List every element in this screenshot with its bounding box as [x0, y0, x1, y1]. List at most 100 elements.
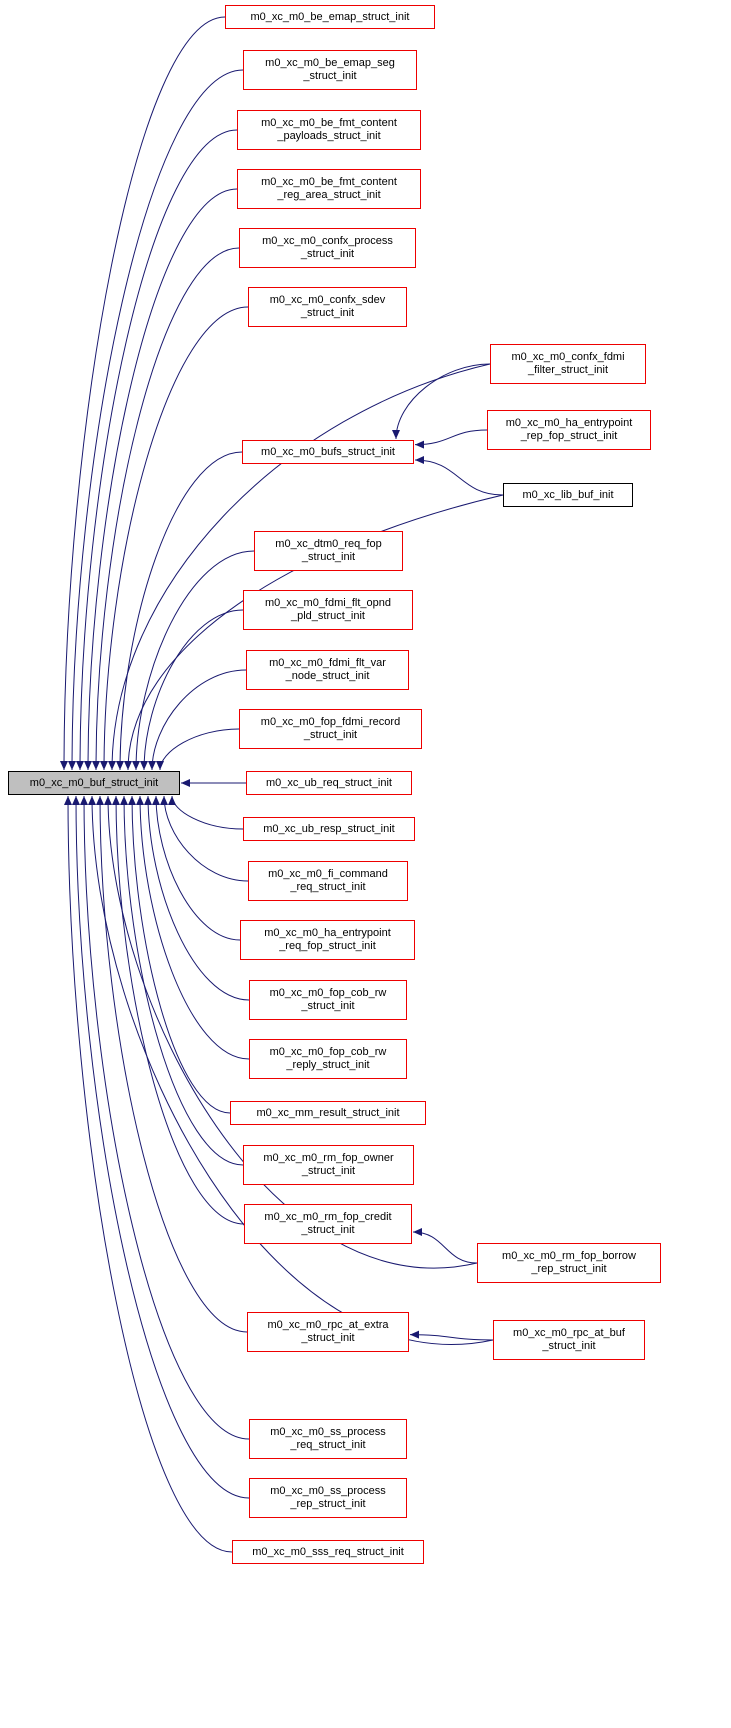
node-fdmi-flt-opnd-label-0: m0_xc_m0_fdmi_flt_opnd [265, 597, 391, 609]
node-fop-cob-rw-label-1: _struct_init [301, 1000, 355, 1012]
edge-bufs-buf [116, 451, 243, 771]
node-rpc-at-buf[interactable]: m0_xc_m0_rpc_at_buf_struct_init [493, 1320, 645, 1360]
node-confx-sdev-label-0: m0_xc_m0_confx_sdev [269, 294, 386, 306]
node-confx-sdev-label-1: _struct_init [300, 307, 355, 319]
node-bufs-label-0: m0_xc_m0_bufs_struct_init [261, 445, 395, 458]
node-sss-req[interactable]: m0_xc_m0_sss_req_struct_init [232, 1540, 424, 1564]
node-rpc-at-extra-label-1: _struct_init [301, 1332, 355, 1344]
node-confx-process-label-1: _struct_init [300, 248, 355, 260]
node-rm-fop-borrow-rep-label-0: m0_xc_m0_rm_fop_borrow [502, 1250, 636, 1262]
node-mm-result[interactable]: m0_xc_mm_result_struct_init [230, 1101, 426, 1125]
node-fop-cob-rw-reply-label-1: _reply_struct_init [286, 1059, 370, 1071]
node-be-fmt-reg-area[interactable]: m0_xc_m0_be_fmt_content_reg_area_struct_… [237, 169, 421, 209]
node-buf-label-0: m0_xc_m0_buf_struct_init [29, 776, 159, 789]
node-ha-rep[interactable]: m0_xc_m0_ha_entrypoint_rep_fop_struct_in… [487, 410, 651, 450]
node-dtm0-req-fop-label-0: m0_xc_dtm0_req_fop [275, 538, 382, 550]
edge-fop-cob-rw-reply-buf [136, 795, 250, 1060]
edge-fi-command-req-buf [160, 795, 249, 882]
edge-rpc-at-extra-buf [96, 795, 248, 1333]
node-ha-req[interactable]: m0_xc_m0_ha_entrypoint_req_fop_struct_in… [240, 920, 415, 960]
node-confx-fdmi-label-1: _filter_struct_init [527, 364, 609, 376]
node-be-fmt-payloads-label-1: _payloads_struct_init [277, 130, 381, 142]
node-ss-process-req[interactable]: m0_xc_m0_ss_process_req_struct_init [249, 1419, 407, 1459]
edge-lib-buf-buf [124, 494, 504, 771]
node-ss-process-req-label-0: m0_xc_m0_ss_process [270, 1426, 386, 1438]
node-rm-fop-borrow-rep-label-1: _rep_struct_init [531, 1263, 607, 1275]
node-fdmi-flt-opnd-label-1: _pld_struct_init [291, 610, 365, 622]
node-ss-process-rep[interactable]: m0_xc_m0_ss_process_rep_struct_init [249, 1478, 407, 1518]
edges-group [60, 16, 504, 1553]
node-rpc-at-extra-label-0: m0_xc_m0_rpc_at_extra [267, 1319, 389, 1331]
node-confx-sdev[interactable]: m0_xc_m0_confx_sdev_struct_init [248, 287, 407, 327]
edge-be-emap-buf [60, 16, 226, 771]
node-be-fmt-payloads[interactable]: m0_xc_m0_be_fmt_content_payloads_struct_… [237, 110, 421, 150]
node-be-fmt-reg-area-label-1: _reg_area_struct_init [277, 189, 381, 201]
edge-lib-buf-bufs [414, 456, 504, 496]
edge-ha-rep-bufs [414, 429, 488, 449]
node-fop-fdmi-record-label-0: m0_xc_m0_fop_fdmi_record [260, 716, 401, 728]
node-ss-process-req-label-1: _req_struct_init [290, 1439, 366, 1451]
node-fop-cob-rw-reply-label-0: m0_xc_m0_fop_cob_rw [269, 1046, 387, 1058]
node-fop-cob-rw[interactable]: m0_xc_m0_fop_cob_rw_struct_init [249, 980, 407, 1020]
edge-rm-fop-borrow-rep-rm-fop-credit [412, 1228, 478, 1264]
node-dtm0-req-fop[interactable]: m0_xc_dtm0_req_fop_struct_init [254, 531, 403, 571]
node-fop-fdmi-record-label-1: _struct_init [303, 729, 358, 741]
node-ub-req-label-0: m0_xc_ub_req_struct_init [266, 776, 392, 789]
node-ha-req-label-1: _req_fop_struct_init [279, 940, 376, 952]
edge-rpc-at-buf-rpc-at-extra [409, 1330, 494, 1341]
edge-be-emap-seg-buf [68, 69, 244, 771]
node-fop-fdmi-record[interactable]: m0_xc_m0_fop_fdmi_record_struct_init [239, 709, 422, 749]
node-be-fmt-payloads-label-0: m0_xc_m0_be_fmt_content [261, 117, 397, 129]
edge-ha-req-buf [152, 795, 241, 941]
node-be-emap-label-0: m0_xc_m0_be_emap_struct_init [250, 10, 410, 23]
node-dtm0-req-fop-label-1: _struct_init [301, 551, 356, 563]
node-be-emap-seg-label-1: _struct_init [303, 70, 357, 82]
edge-rm-fop-credit-buf [112, 795, 245, 1225]
edge-confx-fdmi-bufs [392, 363, 491, 440]
node-rm-fop-borrow-rep[interactable]: m0_xc_m0_rm_fop_borrow_rep_struct_init [477, 1243, 661, 1283]
node-lib-buf-label-0: m0_xc_lib_buf_init [522, 488, 614, 501]
node-rpc-at-buf-label-0: m0_xc_m0_rpc_at_buf [513, 1327, 625, 1339]
edge-fdmi-flt-var-buf [148, 669, 247, 771]
edge-confx-sdev-buf [100, 306, 249, 771]
node-ss-process-rep-label-0: m0_xc_m0_ss_process [270, 1485, 386, 1497]
node-fdmi-flt-var[interactable]: m0_xc_m0_fdmi_flt_var_node_struct_init [246, 650, 409, 690]
node-rpc-at-buf-label-1: _struct_init [542, 1340, 596, 1352]
edge-rm-fop-borrow-rep-buf [104, 795, 478, 1269]
node-mm-result-label-0: m0_xc_mm_result_struct_init [256, 1106, 400, 1119]
edge-confx-process-buf [92, 247, 240, 771]
node-ha-rep-label-0: m0_xc_m0_ha_entrypoint [505, 417, 633, 429]
edge-rm-fop-owner-buf [120, 795, 244, 1166]
node-rm-fop-owner[interactable]: m0_xc_m0_rm_fop_owner_struct_init [243, 1145, 414, 1185]
node-be-emap-seg-label-0: m0_xc_m0_be_emap_seg [265, 57, 395, 69]
edge-ub-resp-buf [168, 795, 244, 830]
node-ub-req[interactable]: m0_xc_ub_req_struct_init [246, 771, 412, 795]
node-lib-buf: m0_xc_lib_buf_init [503, 483, 633, 507]
node-ha-rep-label-1: _rep_fop_struct_init [520, 430, 618, 442]
edge-sss-req-buf [64, 795, 233, 1553]
node-ub-resp[interactable]: m0_xc_ub_resp_struct_init [243, 817, 415, 841]
node-fi-command-req[interactable]: m0_xc_m0_fi_command_req_struct_init [248, 861, 408, 901]
node-rm-fop-credit[interactable]: m0_xc_m0_rm_fop_credit_struct_init [244, 1204, 412, 1244]
node-be-fmt-reg-area-label-0: m0_xc_m0_be_fmt_content [261, 176, 397, 188]
node-buf: m0_xc_m0_buf_struct_init [8, 771, 180, 795]
node-confx-fdmi[interactable]: m0_xc_m0_confx_fdmi_filter_struct_init [490, 344, 646, 384]
node-fi-command-req-label-1: _req_struct_init [290, 881, 366, 893]
node-ha-req-label-0: m0_xc_m0_ha_entrypoint [264, 927, 391, 939]
node-fop-cob-rw-reply[interactable]: m0_xc_m0_fop_cob_rw_reply_struct_init [249, 1039, 407, 1079]
node-fdmi-flt-opnd[interactable]: m0_xc_m0_fdmi_flt_opnd_pld_struct_init [243, 590, 413, 630]
node-be-emap[interactable]: m0_xc_m0_be_emap_struct_init [225, 5, 435, 29]
edge-fop-cob-rw-buf [144, 795, 250, 1001]
node-fop-cob-rw-label-0: m0_xc_m0_fop_cob_rw [269, 987, 387, 999]
node-confx-process[interactable]: m0_xc_m0_confx_process_struct_init [239, 228, 416, 268]
node-bufs[interactable]: m0_xc_m0_bufs_struct_init [242, 440, 414, 464]
node-ss-process-rep-label-1: _rep_struct_init [290, 1498, 366, 1510]
node-sss-req-label-0: m0_xc_m0_sss_req_struct_init [252, 1545, 404, 1558]
node-be-emap-seg[interactable]: m0_xc_m0_be_emap_seg_struct_init [243, 50, 417, 90]
node-rpc-at-extra[interactable]: m0_xc_m0_rpc_at_extra_struct_init [247, 1312, 409, 1352]
node-fdmi-flt-var-label-1: _node_struct_init [285, 670, 370, 682]
node-ub-resp-label-0: m0_xc_ub_resp_struct_init [263, 822, 395, 835]
node-rm-fop-credit-label-0: m0_xc_m0_rm_fop_credit [264, 1211, 392, 1223]
edge-ss-process-req-buf [80, 795, 250, 1440]
